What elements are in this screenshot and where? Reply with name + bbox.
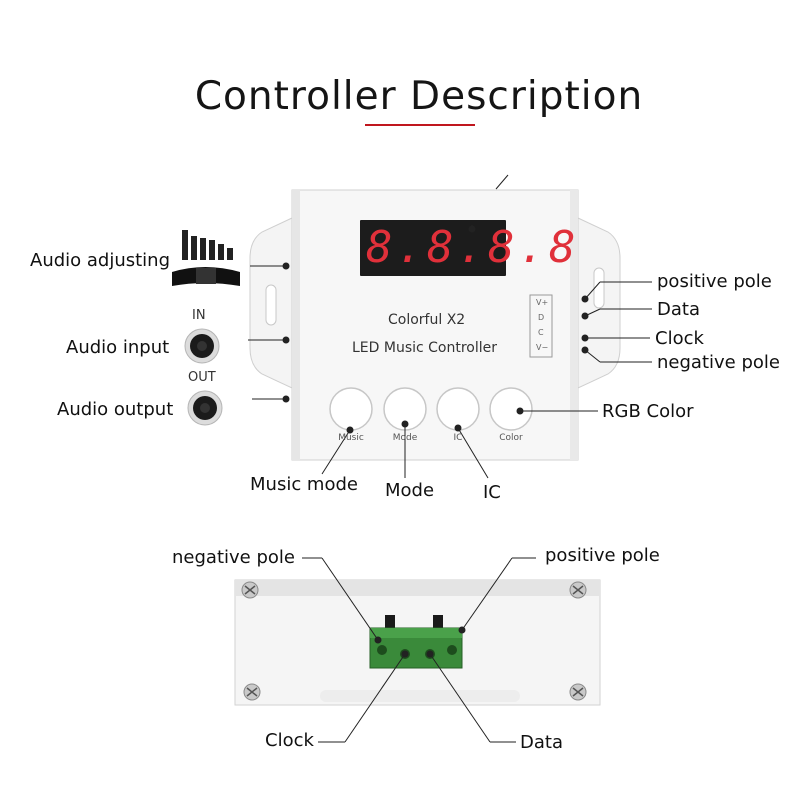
leader-lines-bottom bbox=[302, 557, 536, 743]
mounting-tab-right bbox=[577, 217, 621, 389]
label-mode: Mode bbox=[385, 480, 435, 501]
mode-button[interactable]: Mode bbox=[392, 433, 418, 443]
label-data: Data bbox=[657, 299, 700, 320]
bottom-label-data: Data bbox=[520, 732, 563, 753]
label-clock: Clock bbox=[655, 328, 704, 349]
screw-icon bbox=[243, 683, 261, 701]
audio-jack-icon bbox=[187, 390, 223, 426]
jack-out-label: OUT bbox=[188, 370, 216, 385]
leader-lines-top bbox=[248, 174, 652, 479]
panel-product-name: LED Music Controller bbox=[352, 340, 498, 356]
ic-button[interactable]: IC bbox=[453, 433, 463, 443]
label-ic: IC bbox=[483, 482, 501, 503]
label-rgb-color: RGB Color bbox=[602, 401, 694, 422]
terminal-block-icon bbox=[369, 615, 463, 669]
label-negative-pole: negative pole bbox=[657, 352, 780, 373]
audio-slider-icon bbox=[172, 230, 240, 286]
bottom-label-positive-pole: positive pole bbox=[545, 545, 660, 566]
terminal-d: D bbox=[538, 313, 545, 322]
screw-icon bbox=[241, 581, 259, 599]
mounting-tab-left bbox=[249, 217, 293, 389]
terminal-v-plus: V+ bbox=[536, 298, 549, 307]
panel-brand: Colorful X2 bbox=[388, 312, 466, 328]
display-digits: 8.8.8.8 bbox=[366, 222, 580, 273]
color-button[interactable]: Color bbox=[499, 433, 523, 443]
label-audio-input: Audio input bbox=[66, 337, 170, 358]
bottom-label-clock: Clock bbox=[265, 730, 314, 751]
label-audio-output: Audio output bbox=[57, 399, 174, 420]
led-display bbox=[360, 220, 506, 276]
terminal-label-box bbox=[529, 294, 553, 358]
terminal-v-minus: V− bbox=[536, 343, 549, 352]
audio-jack-icon bbox=[184, 328, 220, 364]
bottom-label-negative-pole: negative pole bbox=[172, 547, 295, 568]
title-underline bbox=[365, 124, 475, 126]
label-music-mode: Music mode bbox=[250, 474, 358, 495]
label-positive-pole: positive pole bbox=[657, 271, 772, 292]
screw-icon bbox=[569, 683, 587, 701]
screw-icon bbox=[569, 581, 587, 599]
label-audio-adjusting: Audio adjusting bbox=[30, 250, 171, 271]
buttons-drawing bbox=[329, 387, 533, 431]
jack-in-label: IN bbox=[192, 308, 206, 323]
terminal-c: C bbox=[538, 328, 544, 337]
music-button[interactable]: Music bbox=[338, 433, 364, 443]
page-title: Controller Description bbox=[194, 74, 644, 119]
